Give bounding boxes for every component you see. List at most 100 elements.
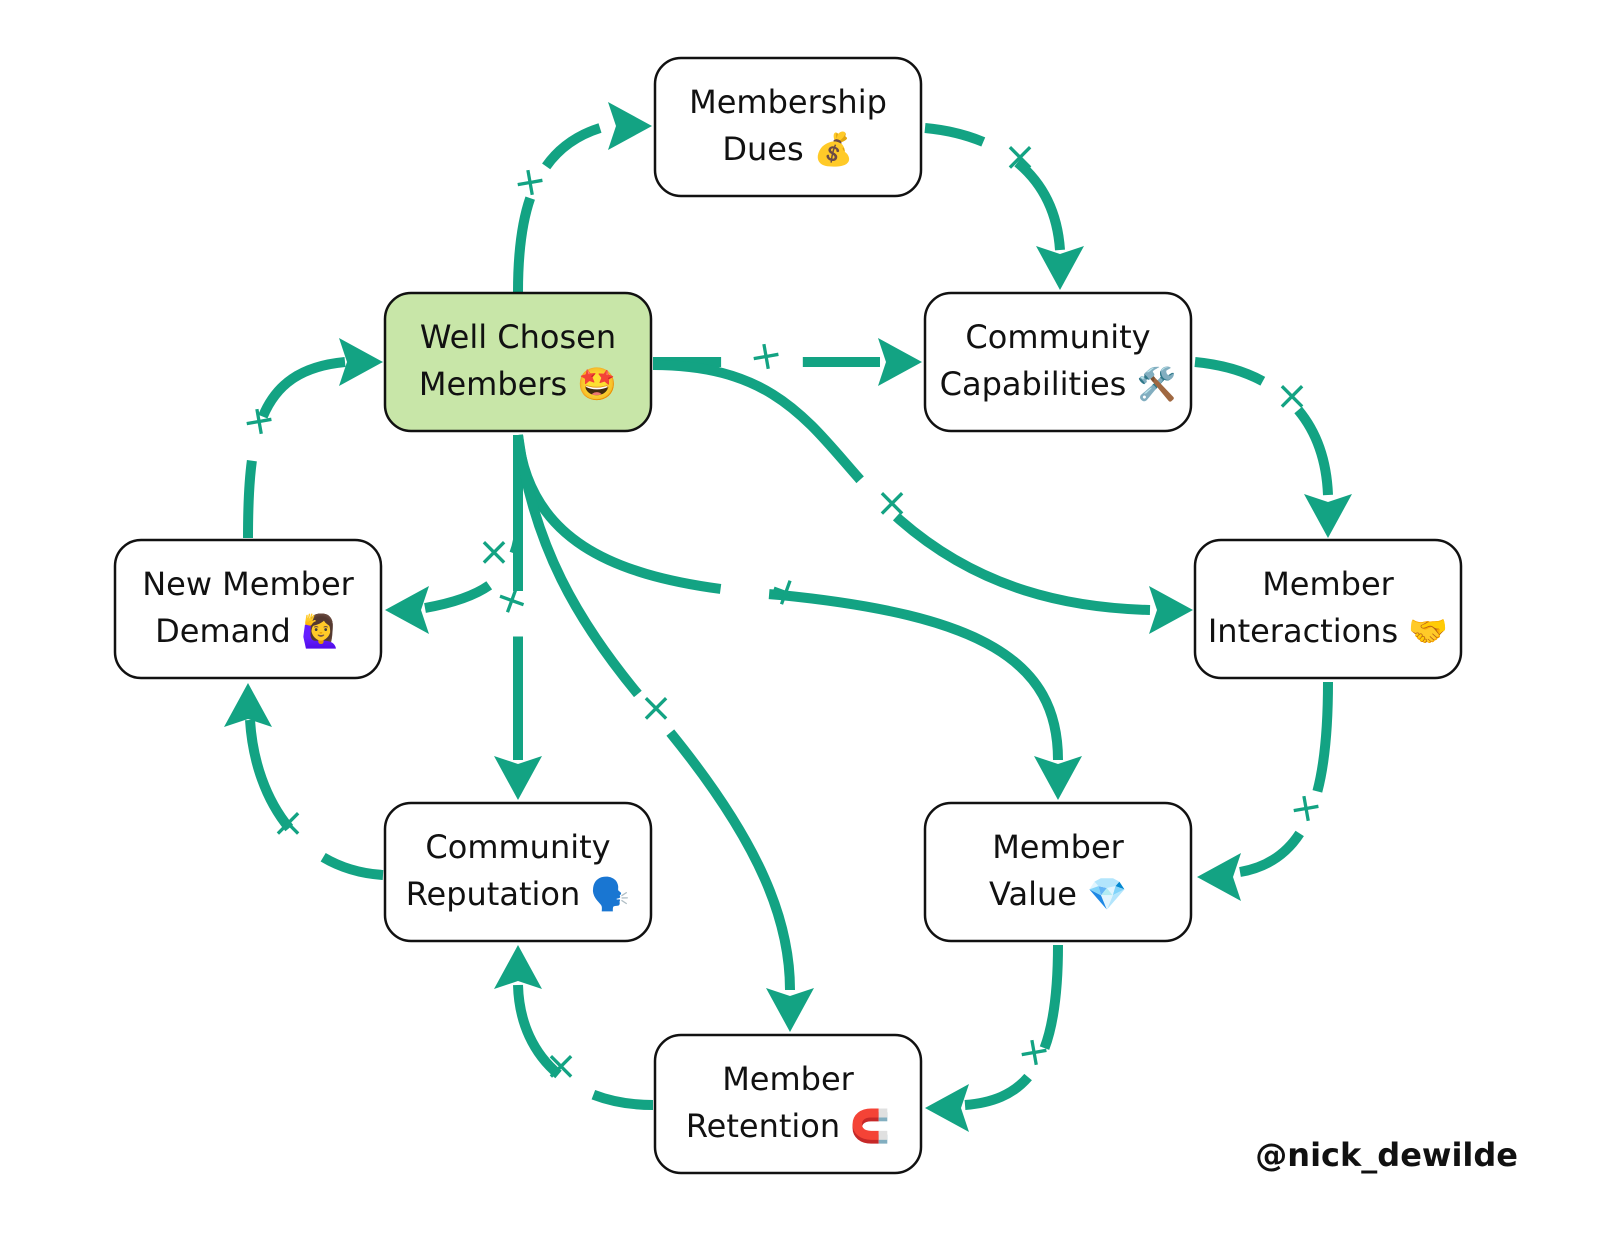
- edges-layer: +×+××+×++×+×+×: [224, 102, 1352, 1132]
- arrowhead-icon: [1149, 586, 1193, 634]
- edge-line: [513, 984, 654, 1110]
- edge-well-chosen-members-to-member-retention: ×: [513, 434, 814, 1032]
- edge-line: [652, 360, 1151, 615]
- edge-line: [1194, 357, 1333, 496]
- node-label-line-1: New Member: [142, 565, 354, 603]
- edge-membership-dues-to-community-capabilities: ×: [924, 123, 1084, 290]
- edge-line: [1239, 681, 1333, 877]
- edge-member-value-to-member-retention: +: [925, 944, 1063, 1132]
- edge-line: [513, 434, 1063, 761]
- edge-line: [513, 434, 795, 991]
- node-label-line-2: Reputation 🗣️: [406, 875, 631, 913]
- polarity-label: +: [1286, 782, 1327, 833]
- edge-line: [243, 357, 346, 539]
- polarity-label: +: [1014, 1026, 1055, 1077]
- edge-line: [243, 357, 346, 539]
- edge-member-retention-to-community-reputation: ×: [494, 945, 654, 1110]
- node-box: [383, 801, 653, 943]
- edge-well-chosen-members-to-community-reputation: +: [488, 435, 542, 800]
- arrowhead-icon: [494, 945, 542, 989]
- polarity-label: +: [762, 565, 809, 620]
- node-box: [113, 538, 383, 680]
- arrowhead-icon: [1304, 494, 1352, 538]
- edge-line: [513, 984, 654, 1110]
- edge-member-interactions-to-member-value: +: [1197, 681, 1333, 901]
- arrowhead-icon: [224, 683, 272, 727]
- node-label-line-2: Capabilities 🛠️: [940, 365, 1177, 403]
- edge-well-chosen-members-to-community-capabilities: +: [653, 330, 922, 386]
- node-label-line-1: Community: [965, 318, 1150, 356]
- edge-line: [652, 360, 1151, 615]
- edge-line: [1194, 357, 1333, 496]
- edge-line: [513, 434, 1063, 761]
- node-label-line-2: Interactions 🤝: [1208, 612, 1448, 650]
- arrowhead-icon: [1197, 853, 1241, 901]
- node-label-line-1: Member: [992, 828, 1124, 866]
- edge-line: [924, 123, 1065, 251]
- polarity-label: ×: [477, 529, 511, 575]
- edge-well-chosen-members-to-membership-dues: +: [510, 102, 652, 293]
- node-box: [923, 801, 1193, 943]
- node-box: [383, 291, 653, 433]
- polarity-label: +: [239, 395, 280, 446]
- node-box: [1193, 538, 1463, 680]
- node-label-line-1: Member: [722, 1060, 854, 1098]
- edge-line: [513, 123, 602, 293]
- edge-line: [1239, 681, 1333, 877]
- node-label-line-1: Member: [1262, 565, 1394, 603]
- edge-new-member-demand-to-well-chosen-members: +: [239, 338, 383, 539]
- arrowhead-icon: [1036, 246, 1084, 290]
- arrowhead-icon: [1034, 756, 1082, 800]
- edge-line: [513, 434, 795, 991]
- polarity-label: ×: [639, 685, 673, 731]
- edge-line: [964, 944, 1063, 1110]
- author-credit: @nick_dewilde: [1255, 1136, 1518, 1174]
- node-label-line-2: Retention 🧲: [686, 1107, 890, 1145]
- arrowhead-icon: [766, 988, 814, 1032]
- arrowhead-icon: [608, 102, 652, 150]
- arrowhead-icon: [385, 586, 429, 634]
- node-label-line-1: Community: [425, 828, 610, 866]
- edge-line: [245, 719, 384, 880]
- polarity-label: ×: [1275, 373, 1309, 419]
- node-box: [923, 291, 1193, 433]
- arrowhead-icon: [878, 338, 922, 386]
- edge-line: [424, 435, 523, 613]
- edge-line: [245, 719, 384, 880]
- arrowhead-icon: [494, 756, 542, 800]
- node-label-line-1: Membership: [689, 83, 887, 121]
- edge-line: [513, 123, 602, 293]
- node-label-line-1: Well Chosen: [420, 318, 616, 356]
- edge-community-reputation-to-new-member-demand: ×: [224, 683, 384, 880]
- polarity-label: ×: [544, 1043, 578, 1089]
- edge-well-chosen-members-to-member-interactions: ×: [652, 360, 1193, 634]
- arrowhead-icon: [925, 1084, 969, 1132]
- polarity-label: ×: [1003, 134, 1037, 180]
- node-box: [653, 56, 923, 198]
- node-box: [653, 1033, 923, 1175]
- node-label-line-2: Members 🤩: [419, 365, 617, 403]
- polarity-label: +: [510, 156, 551, 207]
- edge-community-capabilities-to-member-interactions: ×: [1194, 357, 1352, 538]
- arrowhead-icon: [339, 338, 383, 386]
- polarity-label: +: [746, 330, 787, 381]
- node-label-line-2: Demand 🙋‍♀️: [155, 612, 341, 650]
- edge-line: [964, 944, 1063, 1110]
- edge-well-chosen-members-to-member-value: +: [513, 434, 1082, 800]
- node-label-line-2: Value 💎: [989, 875, 1127, 913]
- edge-line: [924, 123, 1065, 251]
- polarity-label: +: [488, 573, 535, 628]
- node-label-line-2: Dues 💰: [722, 130, 853, 168]
- polarity-label: ×: [271, 800, 305, 846]
- polarity-label: ×: [875, 480, 909, 526]
